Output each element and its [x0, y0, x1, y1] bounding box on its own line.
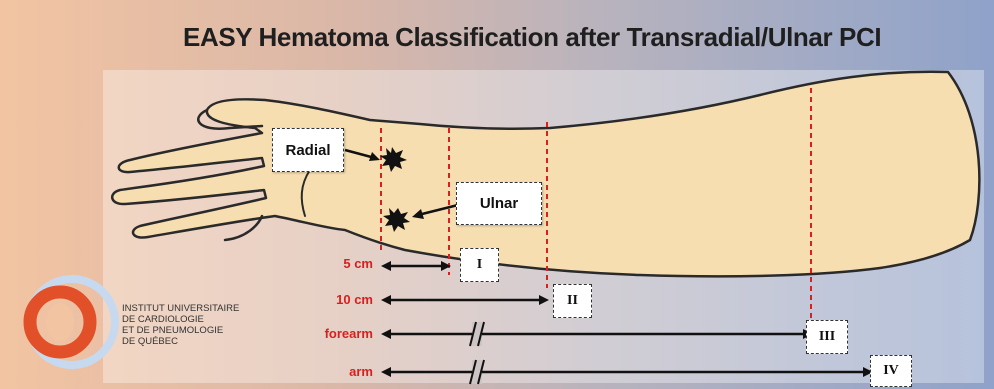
distance-label-10cm: 10 cm: [303, 292, 373, 307]
grade-box-III: III: [806, 320, 848, 354]
grade-box-I: I: [460, 248, 499, 282]
institution-line-1: INSTITUT UNIVERSITAIRE: [122, 303, 239, 314]
distance-label-forearm: forearm: [303, 326, 373, 341]
institution-line-2: DE CARDIOLOGIE: [122, 314, 239, 325]
ulnar-label: Ulnar: [456, 182, 542, 225]
grade-box-IV: IV: [870, 355, 912, 387]
axis-break-arm: [470, 360, 484, 384]
grade-box-II: II: [553, 284, 592, 318]
institution-line-4: DE QUÉBEC: [122, 336, 239, 347]
institution-logo: [29, 279, 115, 365]
axis-break-forearm: [470, 322, 484, 346]
radial-label: Radial: [272, 128, 344, 172]
institution-line-3: ET DE PNEUMOLOGIE: [122, 325, 239, 336]
institution-name: INSTITUT UNIVERSITAIRE DE CARDIOLOGIE ET…: [122, 303, 239, 347]
distance-label-5cm: 5 cm: [303, 256, 373, 271]
distance-label-arm: arm: [303, 364, 373, 379]
